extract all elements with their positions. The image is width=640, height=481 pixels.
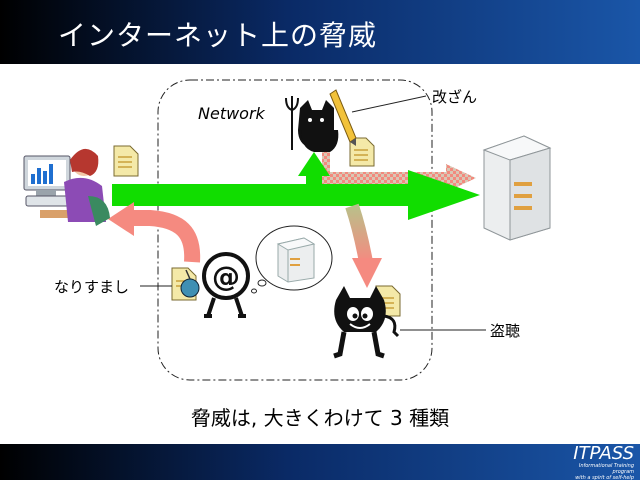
- tamper-label: 改ざん: [432, 88, 478, 106]
- logo-tagline-1: Informational Training program: [578, 463, 634, 475]
- network-boundary: [157, 79, 433, 381]
- svg-text:@: @: [212, 260, 240, 293]
- slide-title: インターネット上の脅威: [58, 19, 378, 52]
- main-flow-arrow: [112, 170, 480, 220]
- spoof-label: なりすまし: [54, 278, 130, 296]
- itpass-logo: ITPASS Informational Training program wi…: [560, 443, 634, 481]
- slide-footer: [0, 444, 640, 480]
- eavesdrop-arrow: [345, 203, 382, 288]
- server-icon: [276, 237, 316, 283]
- destination-server-icon: [482, 135, 552, 241]
- logo-brand: ITPASS: [573, 443, 634, 464]
- spoof-arrow: [108, 202, 201, 263]
- network-label: Network: [198, 104, 265, 123]
- slide-header: [0, 0, 640, 64]
- user-computer-icon: [23, 148, 110, 226]
- tamperer-icon: [285, 89, 357, 152]
- summary-text: 脅威は, 大きくわけて 3 種類: [190, 406, 450, 430]
- intercept-arrow: [298, 152, 330, 186]
- thought-bubble: [251, 225, 333, 294]
- document-icon: [113, 145, 139, 177]
- spoofer-icon: @: [180, 252, 250, 318]
- tamper-callout: [351, 95, 427, 113]
- eavesdrop-label: 盗聴: [490, 322, 521, 340]
- logo-tagline-2: with a spirit of self-help: [575, 475, 634, 481]
- eavesdropper-icon: [333, 286, 400, 359]
- threat-diagram: @: [23, 79, 552, 381]
